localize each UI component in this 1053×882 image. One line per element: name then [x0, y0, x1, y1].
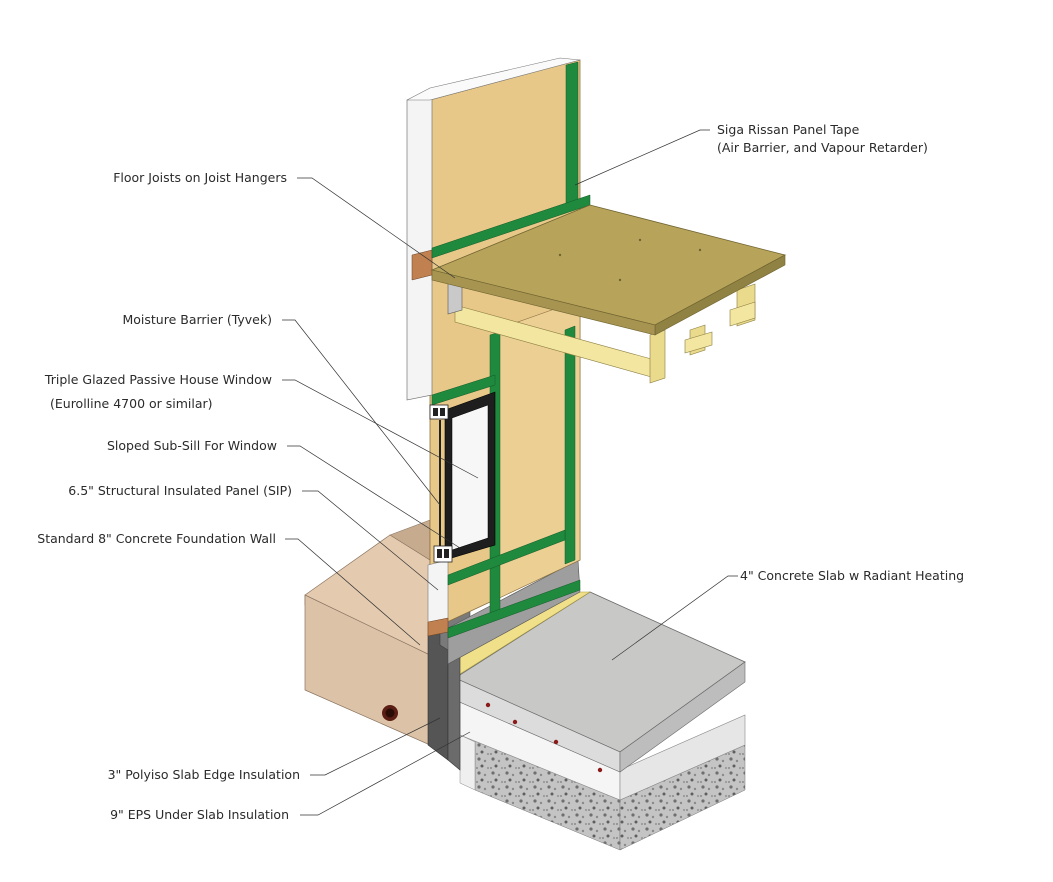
- concrete-slab: [454, 591, 746, 773]
- leader-lines: [282, 129, 738, 816]
- foundation-block: [304, 519, 431, 746]
- triple-glazed-window: [429, 391, 496, 563]
- label-floor-joists: Floor Joists on Joist Hangers: [113, 170, 287, 185]
- label-sip: 6.5" Structural Insulated Panel (SIP): [68, 483, 292, 498]
- plywood-subfloor: [430, 204, 787, 336]
- eps-under-slab-insulation: [459, 699, 746, 801]
- panel-tape: [431, 61, 591, 639]
- label-polyiso: 3" Polyiso Slab Edge Insulation: [108, 767, 300, 782]
- label-siga-tape-detail: (Air Barrier, and Vapour Retarder): [717, 140, 928, 155]
- label-window: Triple Glazed Passive House Window: [44, 372, 272, 387]
- drain-pipe: [382, 705, 398, 721]
- label-siga-tape: Siga Rissan Panel Tape: [717, 122, 860, 137]
- floor-joists: [447, 277, 756, 384]
- label-foundation-wall: Standard 8" Concrete Foundation Wall: [37, 531, 276, 546]
- label-sub-sill: Sloped Sub-Sill For Window: [107, 438, 277, 453]
- label-eps: 9" EPS Under Slab Insulation: [110, 807, 289, 822]
- label-window-model: (Eurolline 4700 or similar): [50, 396, 213, 411]
- label-concrete-slab: 4" Concrete Slab w Radiant Heating: [740, 568, 964, 583]
- label-moisture-barrier: Moisture Barrier (Tyvek): [122, 312, 272, 327]
